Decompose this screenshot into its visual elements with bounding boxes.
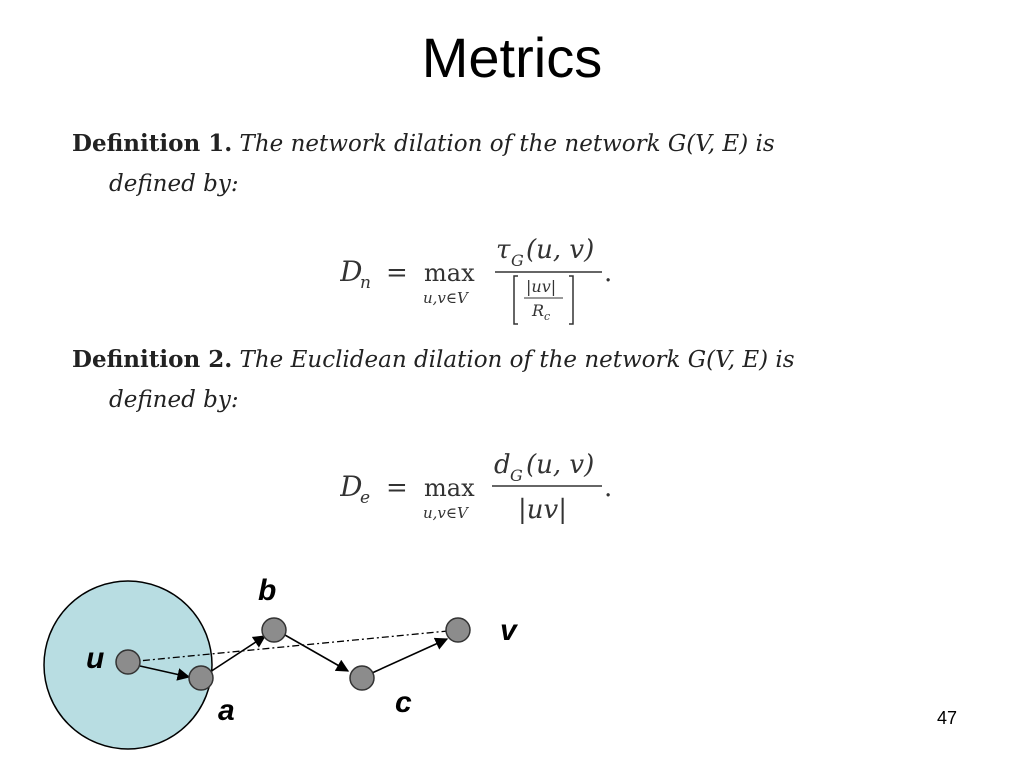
formula-1-numerator: τ [496, 235, 511, 265]
node-a [188, 665, 214, 691]
formula-2-equals: = [386, 473, 408, 503]
node-v [445, 617, 471, 643]
definition-1-text-line2: defined by: [109, 171, 239, 197]
definition-1-text-line1: The network dilation of the network G(V,… [239, 131, 775, 157]
formula-1-period: . [604, 258, 612, 288]
node-c-label: c [395, 686, 412, 719]
formula-1-denominator-top: |uv| [526, 277, 556, 296]
formula-1-equals: = [386, 258, 408, 288]
formula-2-denominator: |uv| [518, 495, 567, 525]
formula-2-numerator-sub: G [510, 466, 523, 485]
formula-euclidean-dilation: D e = max u,v∈V d G (u, v) |uv| . [339, 448, 640, 533]
formula-2-numerator-args: (u, v) [526, 450, 594, 480]
formula-1-denominator-bottom: R [531, 301, 544, 320]
definition-2-text-line2: defined by: [109, 387, 239, 413]
formula-1-left-ceil [513, 275, 518, 325]
formula-1-numerator-args: (u, v) [526, 235, 594, 265]
dilation-diagram: u a b c v [43, 574, 519, 750]
node-u-label: u [86, 642, 104, 675]
edge-b-c [284, 634, 350, 672]
formula-2-period: . [604, 473, 612, 503]
formula-2-max-sub: u,v∈V [423, 504, 470, 522]
formula-1-max: max [424, 259, 475, 287]
euclidean-distance-line [127, 625, 460, 663]
formula-1-denominator-bottom-sub: c [544, 310, 550, 323]
node-b-label: b [258, 574, 276, 607]
formula-2-max: max [424, 474, 475, 502]
definition-1-label: Definition 1. [72, 130, 233, 157]
edge-a-b [209, 635, 267, 673]
formula-1-numerator-sub: G [511, 251, 524, 270]
formula-1-right-ceil [569, 275, 574, 325]
edge-c-v [371, 637, 449, 674]
definition-2-text-line1: The Euclidean dilation of the network G(… [239, 347, 795, 373]
definition-2-label: Definition 2. [72, 346, 233, 373]
slide-title: Metrics [421, 26, 603, 89]
formula-1-max-sub: u,v∈V [423, 289, 470, 307]
formula-2-numerator: d [494, 450, 511, 480]
edge-u-a [139, 665, 191, 681]
node-c [349, 665, 375, 691]
formula-network-dilation: D n = max u,v∈V τ G (u, v) |uv| R c . [339, 228, 640, 338]
node-u [115, 649, 141, 675]
formula-2-lhs: D [340, 470, 362, 503]
page-number: 47 [937, 708, 958, 728]
definition-1: Definition 1. The network dilation of th… [72, 124, 902, 204]
node-a-label: a [218, 694, 235, 727]
node-b [261, 617, 287, 643]
formula-1-lhs-sub: n [360, 273, 371, 293]
formula-1-lhs: D [340, 255, 362, 288]
formula-2-lhs-sub: e [360, 488, 370, 508]
definition-2: Definition 2. The Euclidean dilation of … [72, 340, 902, 420]
node-v-label: v [500, 614, 519, 647]
